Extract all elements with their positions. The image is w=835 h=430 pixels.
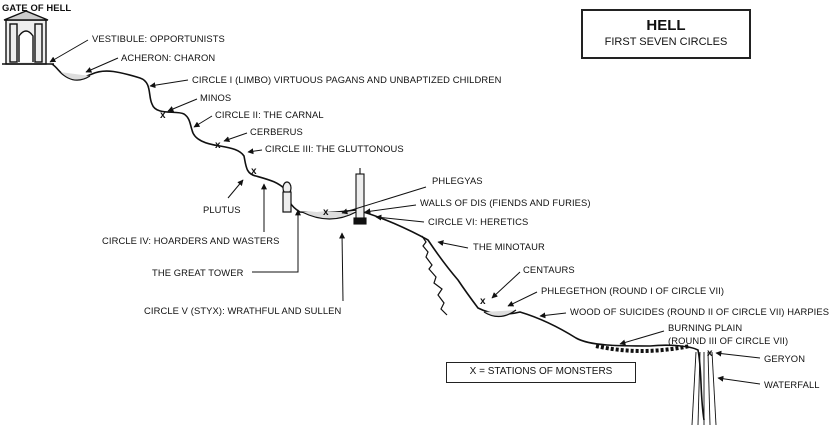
label-circle3: CIRCLE III: THE GLUTTONOUS bbox=[265, 143, 404, 154]
label-plutus: PLUTUS bbox=[203, 204, 241, 215]
station-minos: x bbox=[160, 110, 166, 121]
label-circle4: CIRCLE IV: HOARDERS AND WASTERS bbox=[102, 235, 279, 246]
station-centaurs: x bbox=[480, 296, 486, 307]
label-phlegyas: PHLEGYAS bbox=[432, 175, 483, 186]
label-minotaur: THE MINOTAUR bbox=[473, 241, 545, 252]
label-centaurs: CENTAURS bbox=[523, 264, 575, 275]
diagram-subtitle: FIRST SEVEN CIRCLES bbox=[604, 36, 728, 48]
label-suicides: WOOD OF SUICIDES (ROUND II OF CIRCLE VII… bbox=[570, 306, 829, 317]
label-burning1: BURNING PLAIN bbox=[668, 322, 742, 333]
styx-marsh bbox=[301, 211, 357, 220]
gate-icon bbox=[2, 10, 54, 65]
label-dis: WALLS OF DIS (FIENDS AND FURIES) bbox=[420, 197, 591, 208]
station-phlegyas: x bbox=[323, 207, 329, 218]
label-circle5: CIRCLE V (STYX): WRATHFUL AND SULLEN bbox=[144, 305, 341, 316]
tower-icon bbox=[282, 181, 292, 213]
burning-plain bbox=[595, 344, 691, 353]
label-vestibule: VESTIBULE: OPPORTUNISTS bbox=[92, 33, 225, 44]
label-tower: THE GREAT TOWER bbox=[152, 267, 244, 278]
leader-arrows bbox=[49, 39, 761, 385]
label-burning2: (ROUND III OF CIRCLE VII) bbox=[668, 335, 788, 346]
label-minos: MINOS bbox=[200, 92, 231, 103]
label-acheron: ACHERON: CHARON bbox=[121, 52, 215, 63]
acheron-river bbox=[59, 71, 91, 81]
label-geryon: GERYON bbox=[764, 353, 805, 364]
label-circle2: CIRCLE II: THE CARNAL bbox=[215, 109, 324, 120]
station-cerberus: x bbox=[215, 140, 221, 151]
label-phlegethon: PHLEGETHON (ROUND I OF CIRCLE VII) bbox=[541, 285, 724, 296]
legend-box: X = STATIONS OF MONSTERS bbox=[446, 362, 636, 383]
dis-tower-icon bbox=[353, 168, 367, 225]
minotaur-slope bbox=[421, 235, 448, 316]
title-box: HELL FIRST SEVEN CIRCLES bbox=[581, 9, 751, 59]
station-plutus: x bbox=[251, 166, 257, 177]
label-circle1: CIRCLE I (LIMBO) VIRTUOUS PAGANS AND UNB… bbox=[192, 74, 501, 85]
labels: GATE OF HELL VESTIBULE: OPPORTUNISTS ACH… bbox=[2, 2, 829, 390]
label-gate: GATE OF HELL bbox=[2, 2, 71, 13]
label-circle6: CIRCLE VI: HERETICS bbox=[428, 216, 528, 227]
station-geryon: x bbox=[707, 348, 713, 359]
monster-stations: x x x x x x bbox=[160, 110, 713, 359]
label-cerberus: CERBERUS bbox=[250, 126, 303, 137]
waterfall-icon bbox=[691, 351, 717, 426]
label-waterfall: WATERFALL bbox=[764, 379, 820, 390]
phlegethon-river bbox=[483, 309, 517, 318]
diagram-title: HELL bbox=[646, 17, 686, 34]
